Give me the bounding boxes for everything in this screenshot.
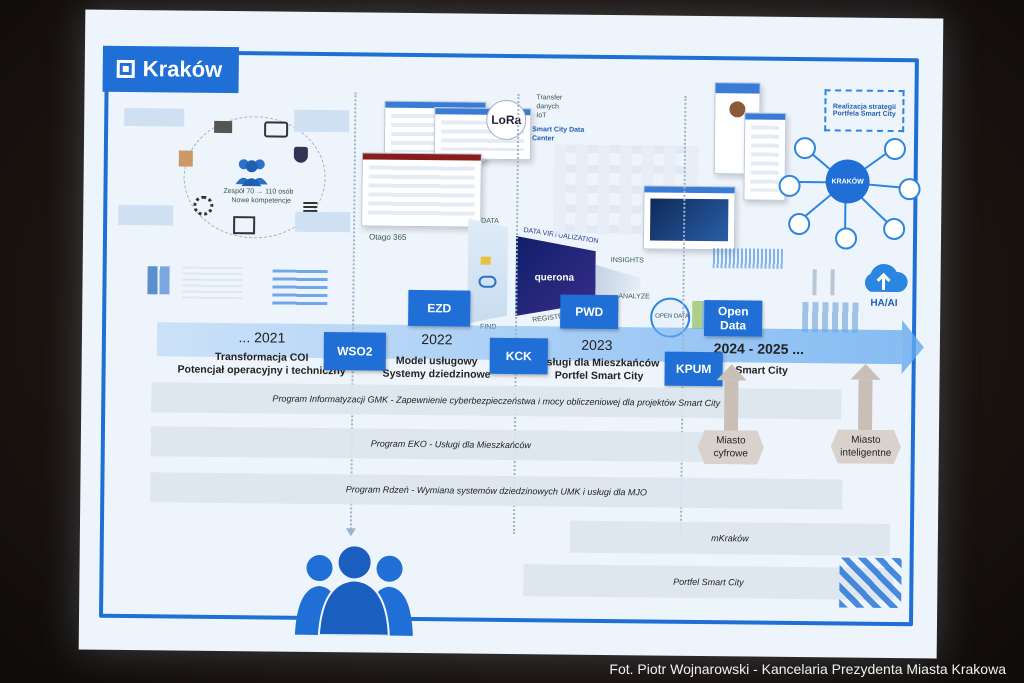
program-eko: Program EKO - Usługi dla Mieszkańców	[150, 426, 751, 463]
stats-bars	[272, 269, 328, 307]
down-arrow-icon	[345, 528, 356, 537]
strategy-box: Realizacja strategii Portfela Smart City	[824, 89, 905, 133]
krakow-node-label: KRAKÓW	[831, 177, 864, 186]
people-icon	[294, 544, 413, 637]
bar-chart-small	[712, 248, 783, 269]
cloud-icon	[478, 275, 497, 288]
coi-tag-2	[294, 109, 350, 133]
network-node-1	[793, 136, 817, 160]
analyze-label: ANALYZE	[618, 293, 650, 301]
querona-label: querona	[534, 272, 575, 284]
program-portfel: Portfel Smart City	[523, 564, 894, 601]
desc-2023-line1: Usługi dla Mieszkańców	[539, 356, 660, 370]
gear-icon	[193, 195, 214, 216]
datacenter-label-2: Center	[532, 135, 555, 143]
network-node-3	[898, 178, 921, 201]
network-node-7	[778, 174, 801, 198]
box-pwd: PWD	[560, 294, 619, 330]
lora-logo: LoRa	[486, 99, 527, 141]
brand-name: Kraków	[142, 56, 223, 82]
cloud-upload-icon	[864, 263, 908, 293]
coi-tag-3	[118, 204, 174, 226]
badge-inteligentne-line2: inteligentne	[840, 447, 892, 459]
servers-icon	[802, 302, 863, 333]
network-node-4	[883, 217, 906, 241]
up-arrow-inteligentne	[857, 379, 873, 432]
transfer-label-3: IoT	[536, 112, 547, 120]
sync-arrows-icon	[812, 269, 835, 296]
team-icon	[235, 159, 268, 187]
krakow-logo-icon	[116, 59, 135, 79]
krakow-logo: Kraków	[102, 45, 239, 94]
folder-icon	[480, 256, 491, 265]
box-kck: KCK	[489, 337, 548, 375]
otago-label: Otago 365	[368, 232, 407, 242]
code-icon	[233, 216, 256, 235]
krakow-node: KRAKÓW	[825, 159, 870, 204]
network-node-2	[883, 137, 907, 161]
network-node-5	[834, 227, 858, 250]
desc-2022-line2: Systemy dziedzinowe	[382, 367, 491, 381]
insights-label: INSIGHTS	[610, 257, 644, 265]
shield-icon	[293, 146, 308, 163]
querona-logo: querona	[535, 272, 575, 283]
coi-tag-4	[295, 211, 351, 233]
badge-cyfrowe-line1: Miasto	[716, 435, 746, 447]
app-screenshot-3	[361, 152, 482, 228]
box-open-data: Open Data	[703, 300, 763, 337]
box-kpum: KPUM	[664, 351, 723, 387]
drone-icon	[264, 121, 289, 138]
coi-tag-1	[124, 107, 185, 127]
stats-table	[182, 266, 243, 304]
badge-miasto-cyfrowe: Miasto cyfrowe	[698, 430, 764, 465]
money-icon	[214, 120, 233, 134]
year-2023: 2023	[581, 336, 613, 354]
transfer-label-1: Transfer	[536, 94, 563, 102]
up-arrow-cyfrowe	[723, 380, 739, 433]
coi-diagram: Zespół 70 → 110 osób Nowe kompetencje	[153, 105, 354, 247]
box-wso2: WSO2	[323, 332, 387, 371]
city-icon	[147, 266, 170, 295]
badge-cyfrowe-line2: cyfrowe	[713, 448, 749, 460]
transfer-label-2: danych	[536, 103, 559, 111]
photo-credit: Fot. Piotr Wojnarowski - Kancelaria Prez…	[609, 661, 1006, 677]
desc-2023-line2: Portfel Smart City	[554, 369, 644, 383]
badge-miasto-inteligentne: Miasto inteligentne	[831, 429, 901, 464]
data-label: DATA	[481, 217, 499, 225]
datacenter-label-1: Smart City Data	[532, 126, 585, 134]
timeline-arrow-head	[901, 320, 925, 375]
avatar	[729, 101, 746, 118]
program-mkrakow: mKraków	[569, 520, 891, 556]
strategy-label-2: Portfela Smart City	[832, 110, 896, 119]
desc-2022-line1: Model usługowy	[395, 354, 478, 368]
portal-screenshot	[642, 185, 736, 251]
projector-screen: Kraków Zespół 70 → 110 osób Nowe kompete…	[78, 9, 944, 659]
badge-inteligentne-line1: Miasto	[851, 434, 881, 446]
haai-label: HA/AI	[870, 297, 898, 310]
team-size-label: Zespół 70 → 110 osób	[223, 187, 294, 196]
decorative-zigzag	[839, 557, 902, 609]
year-2022: 2022	[421, 331, 453, 348]
network-node-6	[788, 212, 811, 236]
competence-label: Nowe kompetencje	[231, 197, 291, 205]
box-ezd: EZD	[408, 289, 471, 327]
year-2021: ... 2021	[238, 329, 286, 346]
building-icon	[178, 150, 193, 167]
data-column	[467, 219, 508, 324]
